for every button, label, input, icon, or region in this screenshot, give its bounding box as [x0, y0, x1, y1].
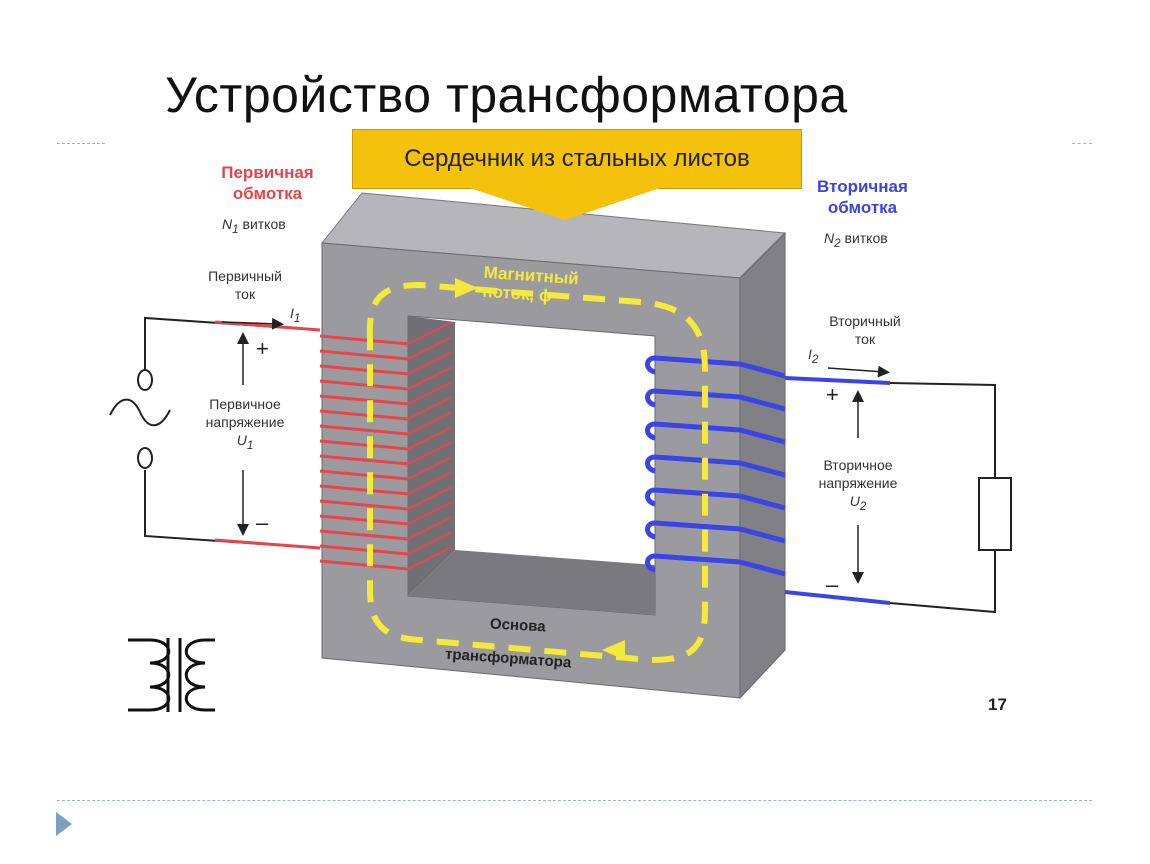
primary-coil-turn — [319, 349, 409, 361]
primary-coil-turn — [319, 514, 409, 526]
primary-coil-turn — [319, 484, 409, 496]
secondary-coil-turn — [645, 520, 786, 544]
flux-arrow-top — [455, 278, 478, 298]
primary-coil-turn — [319, 544, 409, 556]
primary-coil-turn — [319, 364, 409, 376]
primary-coil-turn — [319, 424, 409, 436]
secondary-coil-turn — [645, 487, 786, 511]
ac-source-icon — [109, 369, 171, 469]
secondary-coil-turn — [645, 355, 786, 379]
transformer-symbol-icon — [128, 638, 215, 712]
primary-voltage-label: Первичное напряжение U1 — [205, 396, 285, 452]
primary-winding — [319, 321, 453, 571]
primary-coil-turn — [319, 394, 409, 406]
primary-coil-back — [407, 471, 453, 495]
primary-coil-back — [407, 366, 453, 390]
primary-wire-top — [144, 316, 321, 370]
primary-coil-turn — [319, 334, 409, 346]
core-label-box: Сердечник из стальных листов — [352, 129, 802, 189]
core-window-shade-bottom — [408, 550, 655, 615]
primary-coil-back — [407, 501, 453, 525]
next-slide-icon[interactable] — [56, 812, 72, 836]
secondary-turns-label: N2 витков — [824, 230, 888, 250]
primary-winding-label: Первичная обмотка — [221, 163, 314, 203]
primary-current-symbol: I1 — [290, 305, 301, 325]
primary-minus: – — [256, 510, 269, 535]
core-label-text: Сердечник из стальных листов — [404, 145, 750, 172]
primary-coil-back — [407, 531, 453, 555]
top-divider-left — [57, 143, 105, 144]
primary-current-arrow — [221, 317, 284, 330]
secondary-current-label: Вторичный ток — [829, 313, 901, 347]
primary-coil-back — [407, 426, 453, 450]
primary-coil-turn — [319, 439, 409, 451]
secondary-coil-turn — [645, 421, 786, 445]
secondary-voltage-label: Вторичное напряжение U2 — [818, 457, 898, 513]
bottom-divider — [57, 800, 1092, 801]
primary-coil-turn — [319, 529, 409, 541]
primary-wire-bottom — [144, 470, 321, 549]
primary-coil-back — [407, 396, 453, 420]
secondary-wire-bottom — [889, 550, 996, 614]
secondary-current-symbol: I2 — [808, 346, 819, 366]
primary-coil-turn — [319, 499, 409, 511]
secondary-coil-turn — [645, 388, 786, 412]
flux-label: Магнитный поток, ϕ — [481, 262, 580, 306]
primary-coil-back — [407, 351, 453, 375]
secondary-minus: – — [826, 572, 839, 597]
primary-coil-back — [407, 456, 453, 480]
primary-coil-turn — [319, 454, 409, 466]
flux-arrow-bottom — [602, 640, 625, 660]
secondary-current-arrow — [827, 365, 890, 378]
secondary-plus: + — [826, 382, 839, 407]
primary-coil-turn — [319, 409, 409, 421]
core-label-arrow — [470, 188, 660, 220]
page-number: 17 — [988, 695, 1007, 714]
secondary-wire-top — [889, 382, 996, 478]
primary-current-label: Первичный ток — [208, 268, 282, 302]
primary-coil-turn — [319, 469, 409, 481]
primary-coil-back — [407, 546, 453, 570]
primary-coil-back — [407, 486, 453, 510]
secondary-coil-turn — [645, 553, 786, 577]
primary-coil-turn — [319, 559, 409, 571]
primary-coil-back — [407, 411, 453, 435]
primary-coil-back — [407, 441, 453, 465]
slide-title: Устройство трансформатора — [165, 67, 848, 123]
secondary-winding — [645, 355, 786, 577]
secondary-winding-label: Вторичная обмотка — [817, 177, 908, 217]
base-label-line1: Основа — [489, 615, 547, 636]
primary-plus: + — [256, 336, 269, 361]
primary-turns-label: N1 витков — [222, 216, 286, 236]
secondary-coil-turn — [645, 454, 786, 478]
core-window-shade-left — [408, 316, 455, 596]
primary-coil-back — [407, 381, 453, 405]
primary-coil-turn — [319, 379, 409, 391]
primary-coil-back — [407, 321, 453, 345]
primary-coil-back — [407, 336, 453, 360]
primary-coil-back — [407, 516, 453, 540]
resistor-load-icon — [978, 477, 1012, 551]
top-divider-right — [1072, 143, 1092, 144]
